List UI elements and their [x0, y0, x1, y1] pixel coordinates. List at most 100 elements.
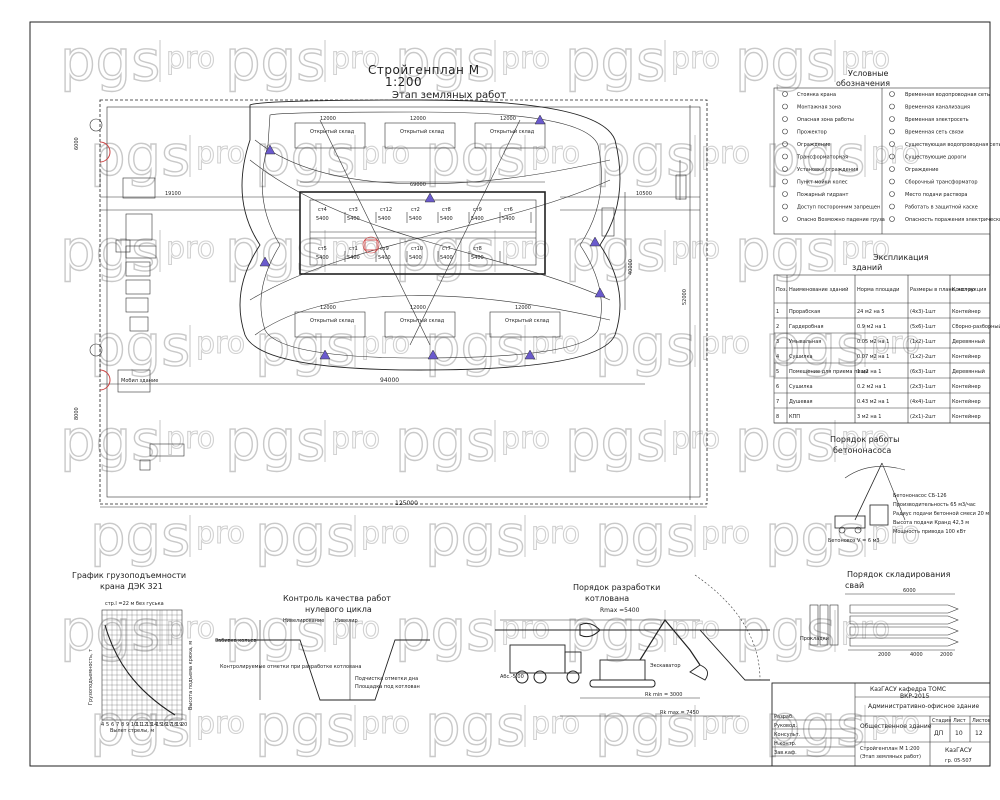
legend-symbol — [782, 103, 788, 110]
storage-dim: 12000 — [410, 116, 426, 122]
crane-ylabel-left: Грузоподъемность, т — [88, 649, 94, 705]
pump-note: Мощность привода 100 кВт — [893, 529, 966, 535]
legend-symbol — [782, 91, 788, 97]
watermark-brand: pgs — [395, 599, 495, 664]
tb-org: КазГАСУ кафедра ТОМС — [870, 686, 946, 693]
watermark-suffix: pro — [701, 516, 750, 551]
watermark-brand: pgs — [595, 124, 695, 189]
cell-label: ст7 — [442, 246, 451, 252]
watermark-suffix: pro — [196, 326, 245, 361]
table-cell: Душевая — [789, 399, 813, 405]
storage-label: Открытый склад — [310, 317, 355, 324]
legend-symbol — [889, 103, 895, 110]
watermark-brand: pgs — [60, 29, 160, 94]
table-cell: 0.07 м2 на 1 — [857, 354, 889, 360]
pile — [849, 626, 959, 636]
legend-item: Опасная зона работы — [797, 117, 854, 123]
x-tick: 18 — [171, 722, 177, 728]
storage-box — [489, 311, 561, 338]
piles-storage: Порядок складирования свай 6000 2000 400… — [800, 570, 959, 658]
table-cell: 5 — [776, 369, 779, 375]
watermark-brand: pgs — [595, 694, 695, 759]
cell-dim: 5400 — [409, 255, 422, 261]
watermark-suffix: pro — [196, 136, 245, 171]
storage-label: Открытый склад — [505, 317, 550, 324]
watermark-brand: pgs — [60, 409, 160, 474]
legend-symbol — [782, 166, 788, 172]
table-cell: 0.9 м2 на 1 — [857, 324, 886, 330]
x-tick: 15 — [156, 722, 162, 728]
pile — [849, 615, 959, 625]
pump-note: Радиус подачи бетонной смеси 20 м — [893, 510, 989, 517]
watermark-brand: pgs — [595, 314, 695, 379]
table-cell: КПП — [789, 414, 800, 420]
pile — [849, 604, 959, 614]
piles-label: Прокладки — [800, 636, 829, 642]
quality-title-1: Контроль качества работ — [283, 594, 391, 603]
quality-label: Подчистка отметки дна — [355, 676, 418, 682]
cells-bottom: ст55400ст15400ст95400ст105400ст75400ст85… — [316, 246, 501, 262]
warning-triangle — [594, 287, 606, 298]
pump-mixer: Бетоновоз V = 6 м3 — [828, 538, 880, 544]
exc-rmax: Rk max = 7450 — [660, 710, 699, 716]
table-cell: 3 м2 на 1 — [857, 414, 881, 420]
cell-label: ст9 — [473, 207, 482, 213]
legend-symbol — [889, 91, 895, 97]
watermark-suffix: pro — [531, 326, 580, 361]
legend-symbol — [889, 203, 895, 210]
watermark-brand: pgs — [255, 694, 355, 759]
table-header: Норма площади — [857, 287, 899, 293]
cell-label: ст8 — [473, 246, 482, 252]
piles-dim-2: 4000 — [910, 652, 923, 658]
legend-item: Доступ посторонним запрещен — [797, 205, 880, 211]
legend-item: Ограждение — [797, 142, 830, 148]
storage-label: Открытый склад — [490, 128, 535, 135]
watermark-brand: pgs — [225, 29, 325, 94]
pump-note: Высота подачи Кранд 42,3 м — [893, 520, 969, 526]
crane-header: стр.l =22 м без гуська — [105, 601, 164, 607]
piles-title-2: свай — [845, 581, 864, 590]
excavation: Порядок разработки котлована Rmax =5400 … — [495, 574, 770, 717]
legend-item: Существующие дороги — [905, 155, 966, 161]
exc-rmax-top: Rmax =5400 — [600, 607, 640, 614]
watermark-brand: pgs — [595, 504, 695, 569]
watermark-suffix: pro — [501, 421, 550, 456]
tb-group: гр. 05-507 — [945, 758, 972, 764]
table-cell: Контейнер — [952, 383, 981, 390]
watermark-brand: pgs — [90, 124, 190, 189]
watermark-brand: pgs — [425, 504, 525, 569]
pump-title-2: бетононасоса — [833, 446, 891, 455]
legend-item: Опасность поражения электрическим током — [905, 217, 1000, 223]
x-tick: 13 — [146, 722, 152, 728]
table-cell: Контейнер — [952, 353, 981, 360]
watermark-suffix: pro — [841, 231, 890, 266]
watermark-suffix: pro — [871, 516, 920, 551]
tb-org2: КазГАСУ — [945, 747, 972, 754]
watermark-suffix: pro — [196, 706, 245, 741]
legend-symbol — [889, 178, 895, 185]
warning-triangle — [319, 349, 331, 360]
watermark-brand: pgs — [225, 599, 325, 664]
legend-item: Сборочный трансформатор — [905, 179, 978, 186]
quality-control: Контроль качества работ нулевого цикла Н… — [215, 594, 430, 701]
warning-triangle — [424, 192, 436, 203]
watermark-suffix: pro — [166, 421, 215, 456]
legend-item: Опасно Возможно падение груза — [797, 217, 885, 223]
table-header: Размеры в плане, кол-во — [910, 287, 975, 293]
table-header: Наименование зданий — [789, 286, 848, 293]
exc-title-1: Порядок разработки — [573, 583, 660, 592]
dim-inner: 94000 — [380, 377, 399, 384]
plan-scale: 1:200 — [385, 75, 422, 89]
table-cell: 3 — [776, 339, 779, 345]
piles-dim-3: 2000 — [940, 652, 953, 658]
table-cell: Деревянный — [952, 338, 985, 345]
table-cell: Контейнер — [952, 413, 981, 420]
watermark-suffix: pro — [871, 136, 920, 171]
watermark-brand: pgs — [90, 504, 190, 569]
cell-dim: 5400 — [409, 216, 422, 222]
temp-buildings: Мобил здание — [115, 177, 185, 471]
quality-label: Нивелирование — [283, 618, 324, 624]
cell-dim: 5400 — [347, 216, 360, 222]
cell-label: ст2 — [411, 207, 420, 213]
title-block: КазГАСУ кафедра ТОМС ВКР-2015 Администра… — [771, 682, 991, 767]
